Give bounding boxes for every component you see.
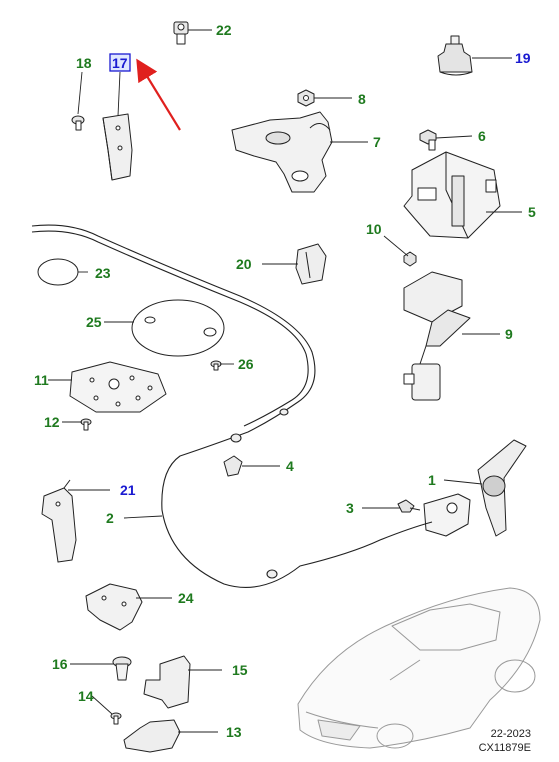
part-3-screw bbox=[397, 499, 421, 513]
part-14-screw bbox=[110, 712, 122, 725]
label-3: 3 bbox=[346, 500, 354, 516]
label-19: 19 bbox=[515, 50, 531, 66]
label-1: 1 bbox=[428, 472, 436, 488]
label-26: 26 bbox=[238, 356, 254, 372]
part-13-pad bbox=[123, 719, 181, 753]
highlight-box-17 bbox=[109, 53, 131, 72]
label-8: 8 bbox=[358, 91, 366, 107]
label-20: 20 bbox=[236, 256, 252, 272]
part-11-baseplate bbox=[69, 361, 167, 413]
part-26-screw bbox=[210, 360, 222, 371]
part-24-mount-bracket bbox=[85, 583, 143, 631]
part-15-clip-bracket bbox=[143, 655, 191, 709]
part-5-latch-housing bbox=[403, 151, 501, 239]
part-23-pad bbox=[37, 258, 79, 286]
label-17: 17 bbox=[112, 55, 128, 71]
vehicle-illustration bbox=[297, 587, 541, 749]
part-4-clip bbox=[223, 455, 243, 477]
label-2: 2 bbox=[106, 510, 114, 526]
part-labels: 22 18 17 19 8 7 6 5 10 20 23 25 9 26 11 … bbox=[34, 22, 536, 740]
footer-code: CX11879E bbox=[478, 742, 531, 754]
leader-lines bbox=[48, 29, 522, 733]
highlight-arrow bbox=[136, 58, 181, 131]
label-15: 15 bbox=[232, 662, 248, 678]
part-25-cover-plate bbox=[131, 299, 225, 357]
label-16: 16 bbox=[52, 656, 68, 672]
part-1-release-handle bbox=[477, 439, 527, 537]
label-11: 11 bbox=[34, 372, 49, 388]
part-22-clip bbox=[173, 21, 189, 45]
label-7: 7 bbox=[373, 134, 381, 150]
label-4: 4 bbox=[286, 458, 294, 474]
part-18-screw bbox=[71, 115, 85, 131]
label-25: 25 bbox=[86, 314, 102, 330]
label-10: 10 bbox=[366, 221, 382, 237]
label-18: 18 bbox=[76, 55, 92, 71]
footer-date: 22-2023 bbox=[490, 728, 531, 740]
label-9: 9 bbox=[505, 326, 513, 342]
part-16-push-clip bbox=[112, 656, 132, 681]
label-23: 23 bbox=[95, 265, 111, 281]
part-6-bolt bbox=[419, 129, 437, 151]
part-12-screw bbox=[80, 418, 92, 431]
part-7-striker bbox=[231, 111, 333, 193]
part-21-support-bracket bbox=[41, 479, 77, 563]
part-17-bracket bbox=[102, 113, 133, 181]
part-1-bracket bbox=[423, 493, 471, 537]
label-24: 24 bbox=[178, 590, 194, 606]
label-14: 14 bbox=[78, 688, 94, 704]
part-8-nut bbox=[297, 89, 315, 107]
label-5: 5 bbox=[528, 204, 536, 220]
part-20-clip bbox=[295, 243, 327, 285]
part-2-cable bbox=[31, 224, 433, 588]
part-9-actuator bbox=[403, 271, 471, 401]
part-19-bump-stop bbox=[437, 35, 473, 76]
label-21: 21 bbox=[120, 482, 136, 498]
label-13: 13 bbox=[226, 724, 242, 740]
label-12: 12 bbox=[44, 414, 60, 430]
label-6: 6 bbox=[478, 128, 486, 144]
label-22: 22 bbox=[216, 22, 232, 38]
